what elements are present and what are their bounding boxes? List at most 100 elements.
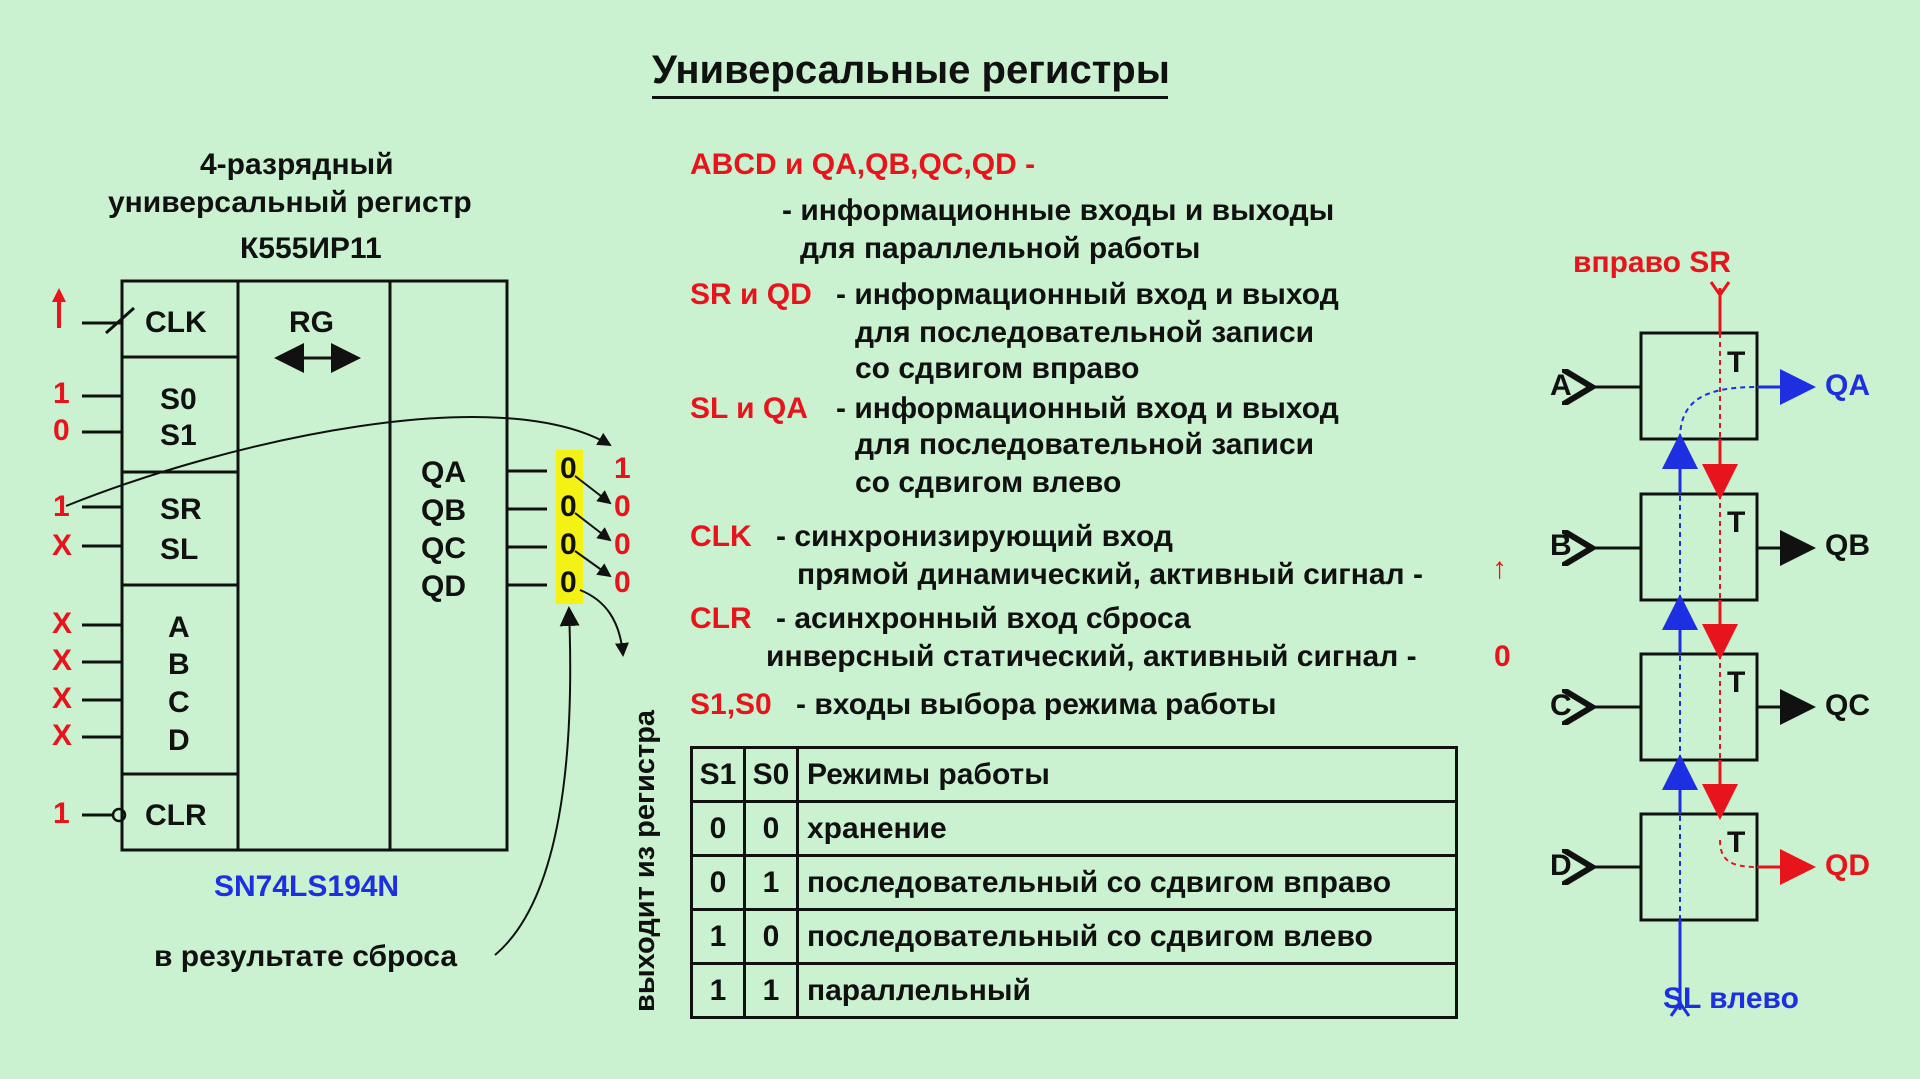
table-row: 1 1 параллельный [690,962,1458,1019]
desc-s1s0-line1: - входы выбора режима работы [796,688,1277,721]
reset-output-highlight [556,450,583,604]
value-sr: 1 [53,490,70,523]
value-clr: 1 [53,797,70,830]
part-number: SN74LS194N [214,870,400,903]
mode-table: S1 S0 Режимы работы 0 0 хранение 0 1 пос… [690,746,1458,1019]
pin-qa-label: QA [421,456,466,489]
value-s0: 1 [53,377,70,410]
pin-b-label: B [168,648,190,681]
desc-slqa-line3: со сдвигом влево [855,466,1122,499]
desc-srqd-line2: для последовательной записи [855,316,1315,349]
table-cell-s1: 0 [690,854,746,911]
inversion-circle [111,807,127,823]
output-qc-label: QC [1825,689,1870,722]
pin-clr-label: CLR [145,799,207,832]
pin-sl-label: SL [160,533,199,566]
reset-output-qb: 0 [560,490,577,523]
reset-output-qd: 0 [560,566,577,599]
dynamic-input-slash [105,306,135,335]
chip-body [120,279,509,852]
desc-srqd-key: SR и QD [690,278,812,311]
desc-clk-active-icon: ↑ [1492,552,1507,585]
input-b-label: B [1550,529,1572,562]
sr-to-qa-curve [65,416,612,507]
pin-qb-label: QB [421,494,466,527]
desc-slqa-line1: - информационный вход и выход [836,392,1339,425]
reset-note-curve [494,606,580,956]
table-cell-s0: 1 [743,962,799,1019]
output-qd-label: QD [1825,849,1870,882]
pin-a-label: A [168,611,190,644]
pin-qc-label: QC [421,532,466,565]
desc-srqd-line3: со сдвигом вправо [855,352,1140,385]
output-qa-label: QA [1825,369,1870,402]
table-cell-mode: параллельный [796,962,1458,1019]
output-qb-label: QB [1825,529,1870,562]
table-cell-s0: 0 [743,908,799,965]
chip-caption-2: универсальный регистр [108,186,472,219]
desc-slqa-line2: для последовательной записи [855,428,1315,461]
input-a-label: A [1550,369,1572,402]
desc-clk-line1: - синхронизирующий вход [776,520,1173,553]
pin-sr-label: SR [160,493,202,526]
pin-qd-label: QD [421,570,466,603]
table-row: 1 0 последовательный со сдвигом влево [690,908,1458,965]
desc-abcd-line1: - информационные входы и выходы [782,194,1335,227]
pin-s1-label: S1 [160,419,197,452]
desc-clr-line2: инверсный статический, активный сигнал - [766,640,1417,673]
shift-output-qa: 1 [614,452,631,485]
value-b: X [52,644,73,677]
desc-clr-active: 0 [1494,640,1511,673]
desc-abcd-key: ABCD и QA,QB,QC,QD - [690,148,1036,181]
chip-caption-3: К555ИР11 [240,232,382,265]
desc-slqa-key: SL и QA [690,392,808,425]
reset-output-qa: 0 [560,452,577,485]
cell-b-t-label: T [1727,506,1746,539]
table-header-s1: S1 [690,746,746,803]
reset-output-qc: 0 [560,528,577,561]
table-header-s0: S0 [743,746,799,803]
reset-note: в результате сброса [154,940,458,973]
table-cell-s1: 0 [690,800,746,857]
pin-s0-label: S0 [160,383,197,416]
desc-clr-line1: - асинхронный вход сброса [776,602,1191,635]
table-cell-s1: 1 [690,962,746,1019]
value-c: X [52,682,73,715]
pin-clk-label: CLK [145,306,207,339]
table-cell-s1: 1 [690,908,746,965]
desc-clk-line2: прямой динамический, активный сигнал - [797,558,1423,591]
table-row: 0 0 хранение [690,800,1458,857]
desc-s1s0-key: S1,S0 [690,688,772,721]
table-cell-s0: 0 [743,800,799,857]
table-row: 0 1 последовательный со сдвигом вправо [690,854,1458,911]
table-header-mode: Режимы работы [796,746,1458,803]
table-cell-mode: последовательный со сдвигом вправо [796,854,1458,911]
value-s1: 0 [53,414,70,447]
input-c-label: C [1550,689,1572,722]
input-d-label: D [1550,849,1572,882]
pin-d-label: D [168,724,190,757]
desc-srqd-line1: - информационный вход и выход [836,278,1339,311]
shift-output-qb: 0 [614,490,631,523]
value-d: X [52,719,73,752]
cell-a-t-label: T [1727,346,1746,379]
table-cell-mode: последовательный со сдвигом влево [796,908,1458,965]
table-cell-mode: хранение [796,800,1458,857]
desc-clr-key: CLR [690,602,752,635]
shift-output-qc: 0 [614,528,631,561]
cell-d-t-label: T [1727,826,1746,859]
desc-clk-key: CLK [690,520,752,553]
value-sl: X [52,529,73,562]
cell-c-t-label: T [1727,666,1746,699]
pin-c-label: C [168,686,190,719]
desc-abcd-line2: для параллельной работы [800,232,1201,265]
sr-label: вправо SR [1573,246,1731,279]
sl-label: SL влево [1663,982,1799,1015]
page-title: Универсальные регистры [652,48,1170,92]
title-underline [652,96,1168,99]
rg-label: RG [289,306,334,339]
output-exit-arrow [579,589,629,657]
chip-caption-1: 4-разрядный [200,148,394,181]
